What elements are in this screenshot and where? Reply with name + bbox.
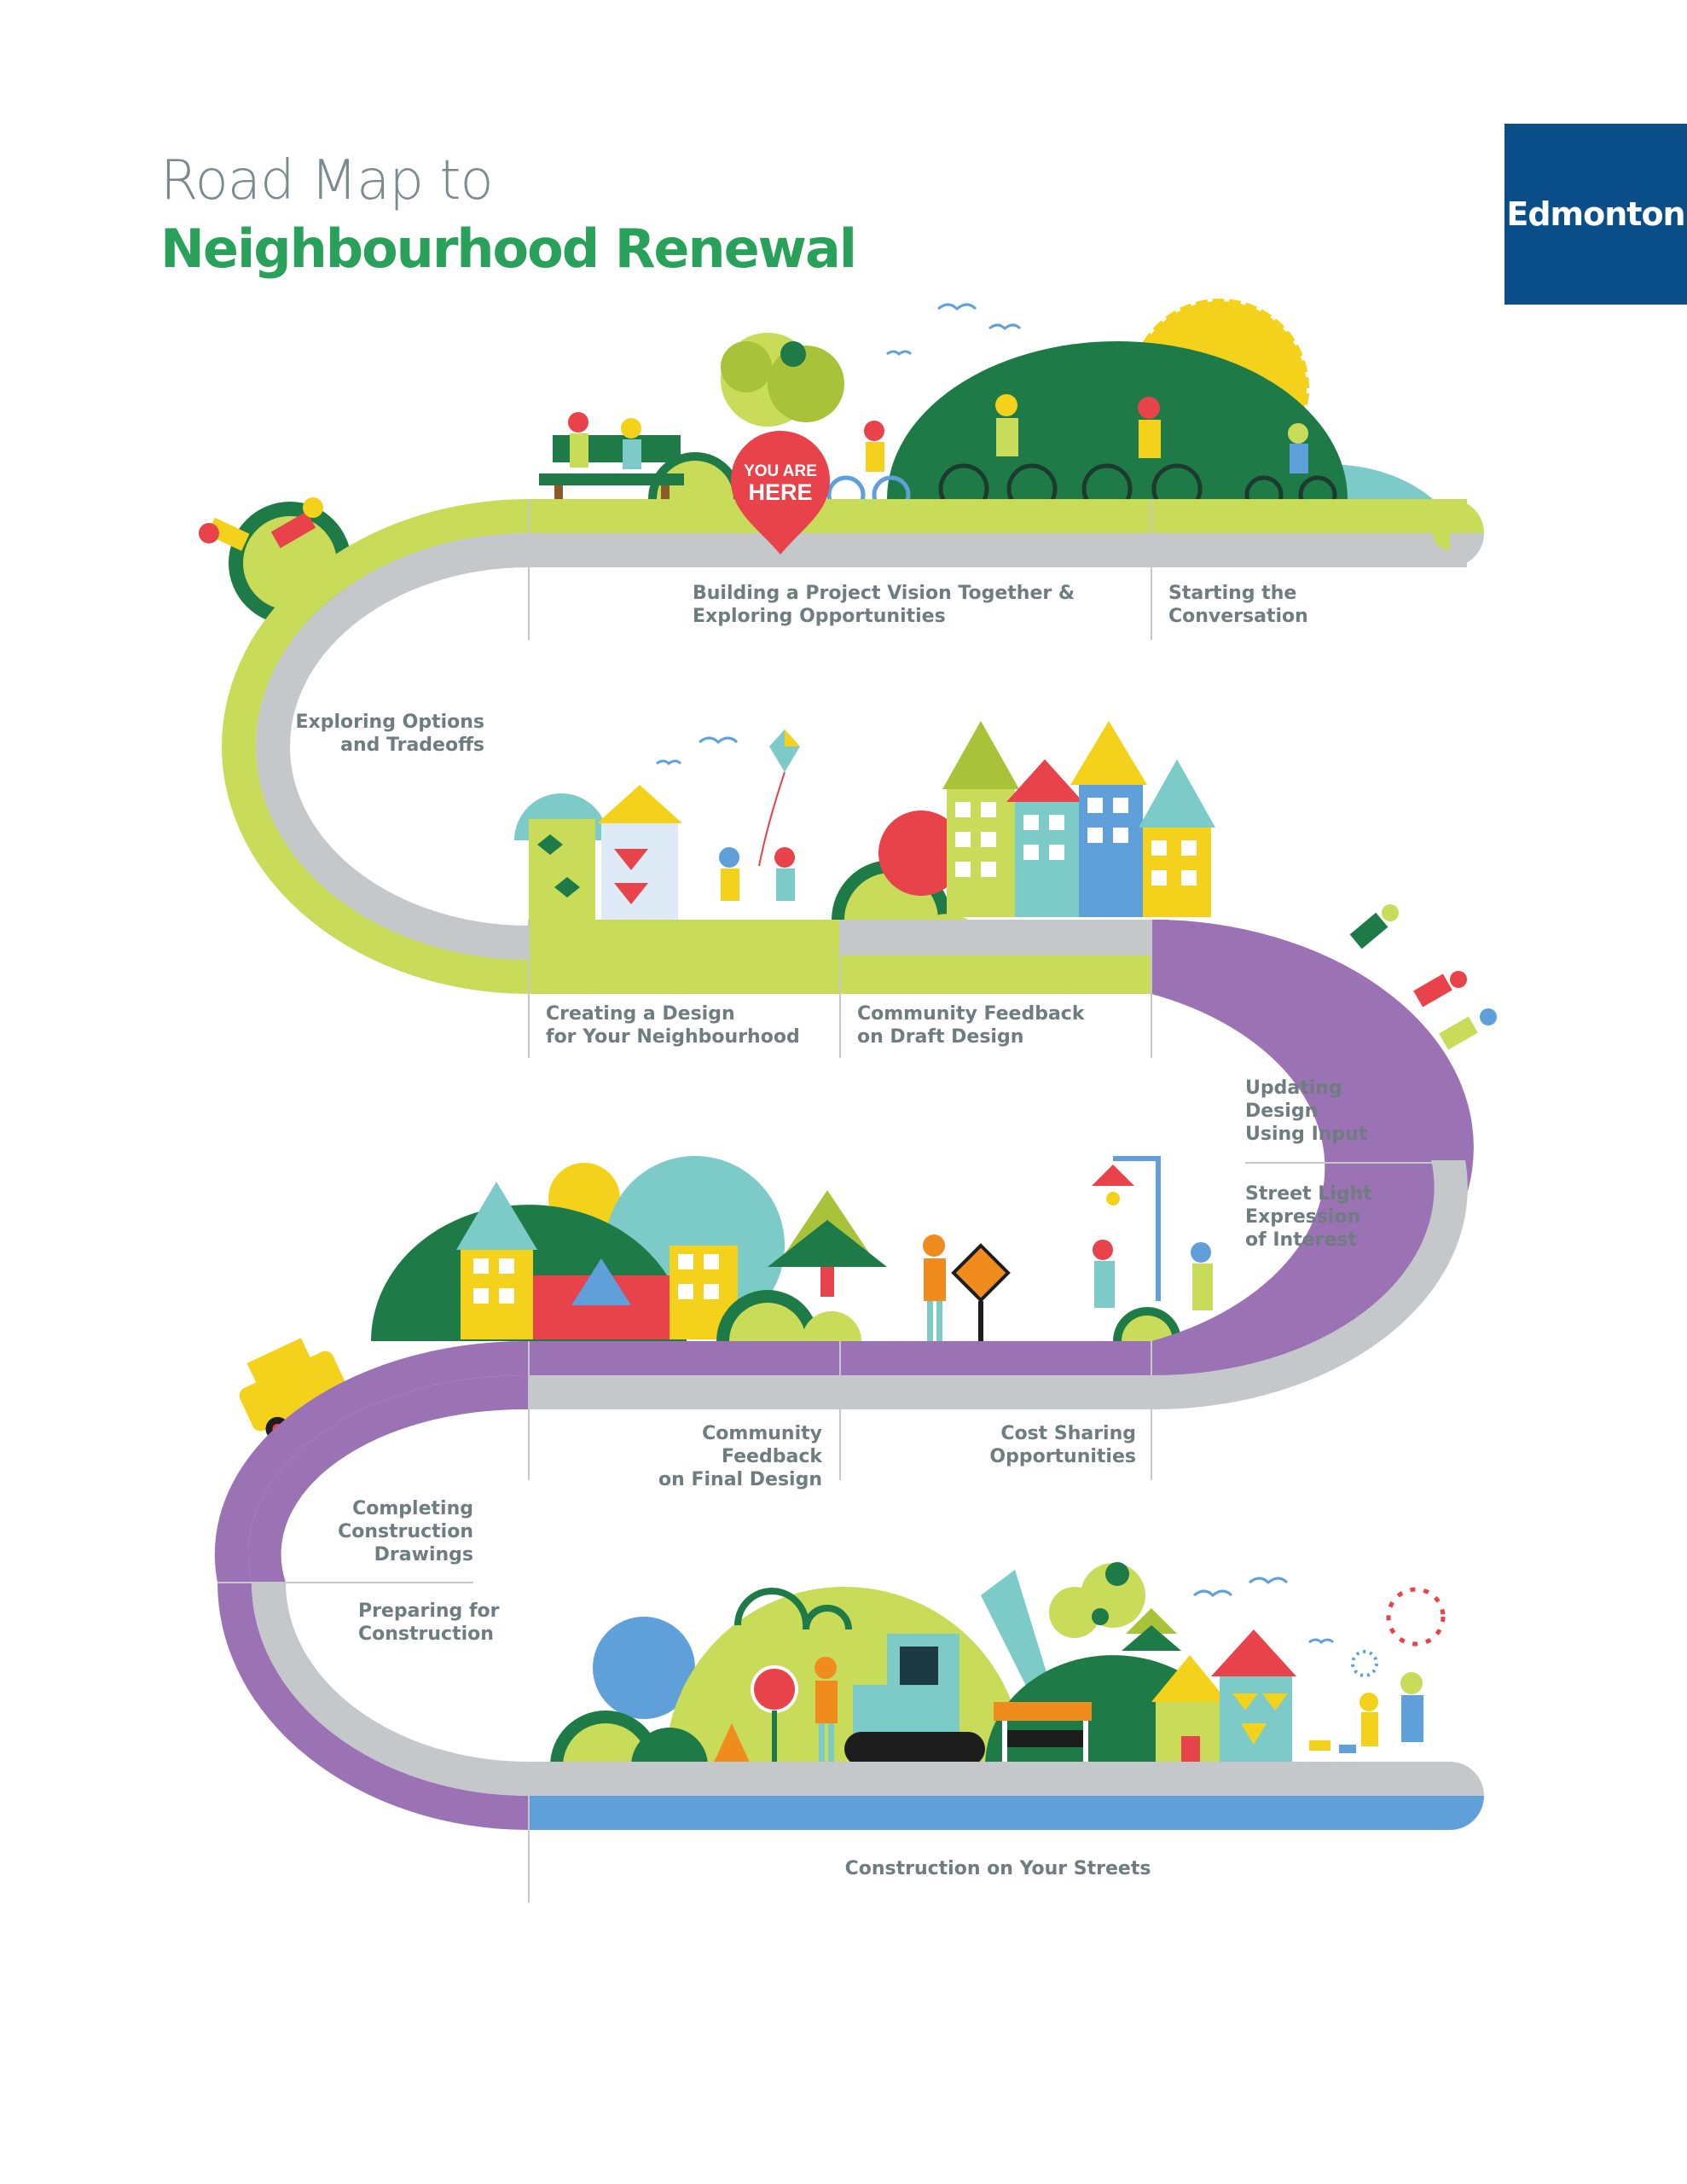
label-completing-drawings: Completing Construction Drawings <box>338 1498 473 1565</box>
logo-text: Edmonton <box>1506 195 1685 233</box>
label-starting-conversation: Starting the Conversation <box>1168 583 1308 627</box>
label-creating-design: Creating a Design for Your Neighbourhood <box>546 1003 800 1048</box>
title-line-1: Road Map to <box>160 149 494 212</box>
middle-scenery-2 <box>239 1156 1213 1441</box>
label-exploring-options: Exploring Options and Tradeoffs <box>295 712 484 756</box>
label-street-light: Street Light Expression of Interest <box>1245 1183 1372 1251</box>
label-building-vision: Building a Project Vision Together & Exp… <box>693 583 1075 627</box>
bottom-scenery <box>550 1562 1446 1766</box>
label-preparing-construction: Preparing for Construction <box>358 1600 500 1645</box>
edmonton-logo: Edmonton <box>1504 124 1687 305</box>
stage-dividers <box>217 499 1465 1902</box>
marker-line-2: HERE <box>748 479 812 505</box>
you-are-here-marker: YOU ARE HERE <box>731 431 830 555</box>
middle-scenery-1 <box>514 721 1497 1050</box>
title-line-2: Neighbourhood Renewal <box>160 218 857 280</box>
label-feedback-draft: Community Feedback on Draft Design <box>857 1003 1085 1048</box>
label-construction-streets: Construction on Your Streets <box>844 1858 1151 1879</box>
label-feedback-final: Community Feedback on Final Design <box>658 1423 822 1490</box>
top-scenery <box>199 296 1433 624</box>
marker-line-1: YOU ARE <box>744 462 817 480</box>
label-updating-design: Updating Design Using Input <box>1245 1077 1368 1145</box>
label-cost-sharing: Cost Sharing Opportunities <box>989 1423 1136 1467</box>
